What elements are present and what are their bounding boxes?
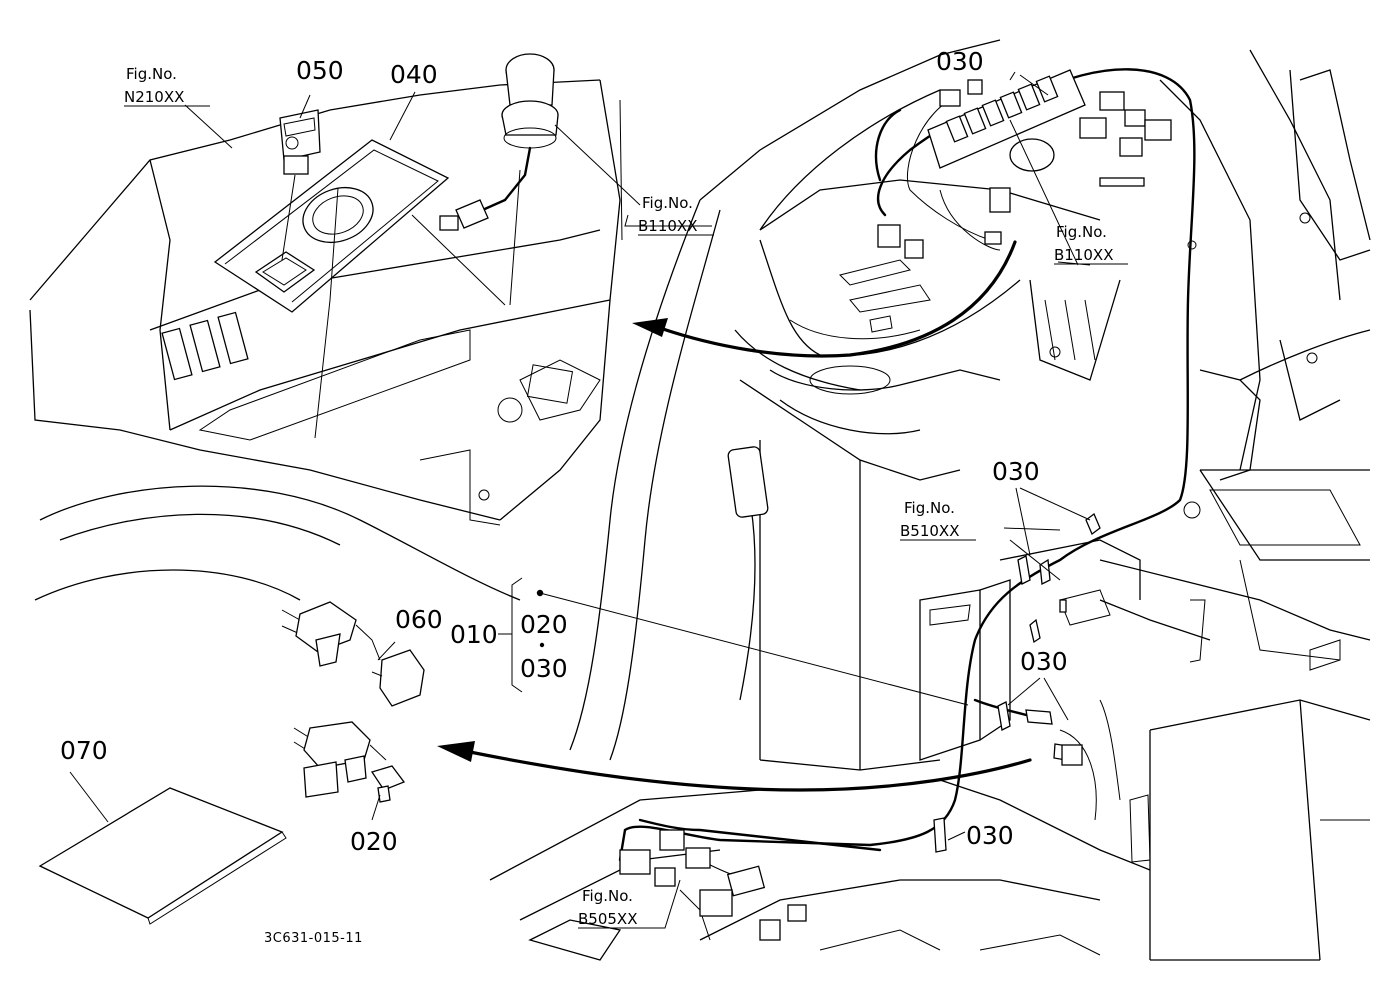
relay-connector-060 [281,601,425,707]
fig-b510-line2: B510XX [900,522,959,540]
label-030-mid: 030 [992,457,1040,486]
kit-bracket [498,577,969,706]
harness-clamps [933,512,1101,853]
fig-b510-line1: Fig.No. [904,499,955,517]
label-050: 050 [296,56,344,85]
fuse-connector-020 [293,721,406,803]
switch-cluster [877,69,1197,259]
fig-b505-line2: B505XX [578,910,637,928]
label-030-lower: 030 [1020,647,1068,676]
operator-manual-070 [38,771,287,925]
fig-b110b-line2: B110XX [1054,246,1113,264]
label-030-top: 030 [936,47,984,76]
label-010: 010 [450,620,498,649]
label-030-group: 030 [520,654,568,683]
label-060: 060 [395,605,443,634]
fig-b110a-line1: Fig.No. [642,194,693,212]
harness-connectors [619,744,1083,941]
cabin-frame-drawing [489,39,1371,961]
label-020-bottom: 020 [350,827,398,856]
label-070: 070 [60,736,108,765]
fig-n210-line1: Fig.No. [126,65,177,83]
label-020-group: 020 [520,610,568,639]
drawing-code: 3C631-015-11 [264,931,363,946]
label-040: 040 [390,60,438,89]
fig-b505-line1: Fig.No. [582,887,633,905]
fig-n210-line2: N210XX [124,88,184,106]
console-panel-drawing [29,53,641,601]
fig-underlines [124,105,1128,929]
fig-b110b-line1: Fig.No. [1056,223,1107,241]
fig-b110a-line2: B110XX [638,217,697,235]
label-030-bottom: 030 [966,821,1014,850]
curved-arrows [437,240,1032,792]
